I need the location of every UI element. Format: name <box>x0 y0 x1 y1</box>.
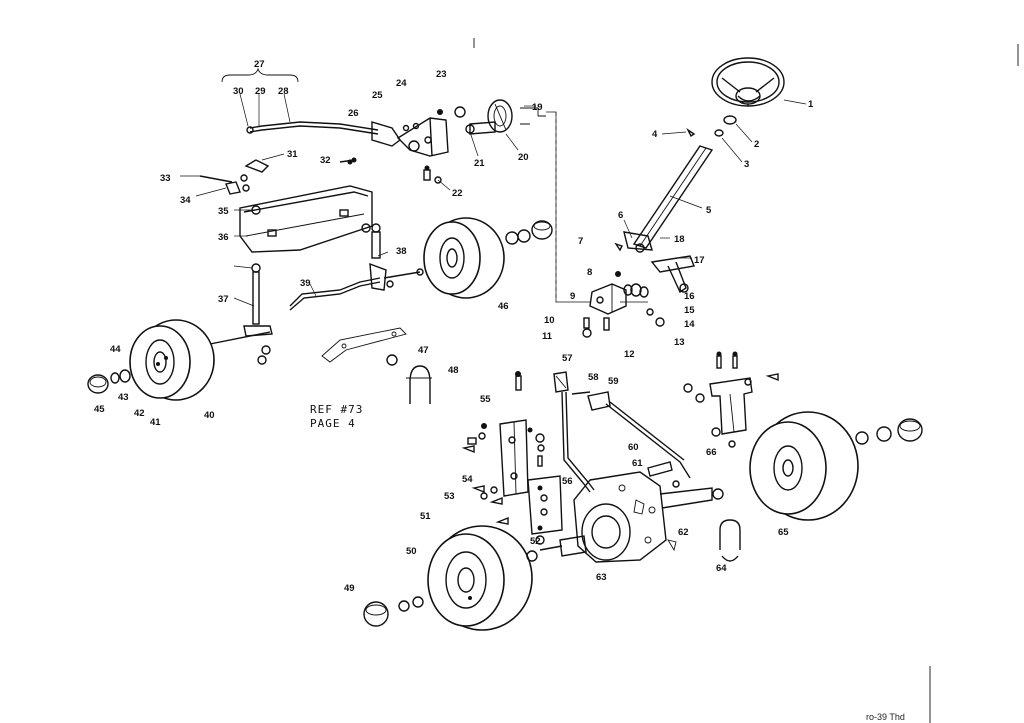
callout-41: 41 <box>150 417 161 428</box>
callout-16: 16 <box>684 291 695 302</box>
callout-39: 39 <box>300 278 311 289</box>
callout-36: 36 <box>218 232 229 243</box>
front-right-wheel <box>423 217 553 299</box>
callout-leader-lines <box>180 99 807 307</box>
callout-65: 65 <box>778 527 789 538</box>
callout-46: 46 <box>498 301 509 312</box>
rear-right-bracket <box>683 351 779 448</box>
callout-29: 29 <box>255 86 266 97</box>
callout-40: 40 <box>204 410 215 421</box>
callout-57: 57 <box>562 353 573 364</box>
callout-25-top: 25 <box>372 90 383 101</box>
front-left-wheel <box>87 319 215 401</box>
callout-66: 66 <box>706 447 717 458</box>
callout-4: 4 <box>652 129 658 140</box>
callout-15: 15 <box>684 305 695 316</box>
callout-38: 38 <box>396 246 407 257</box>
callout-labels: 1 2 3 4 5 6 7 8 9 10 11 12 13 14 15 16 1… <box>94 59 814 594</box>
callout-48: 48 <box>448 365 459 376</box>
callout-50: 50 <box>406 546 417 557</box>
callout-3: 3 <box>744 159 749 170</box>
callout-37: 37 <box>218 294 229 305</box>
callout-2: 2 <box>754 139 759 150</box>
callout-14: 14 <box>684 319 695 330</box>
callout-22-top: 22 <box>452 188 463 199</box>
callout-64: 64 <box>716 563 727 574</box>
callout-28: 28 <box>278 86 289 97</box>
drag-link-assembly <box>221 67 379 135</box>
footer-code: ro-39 Thd <box>866 712 905 722</box>
steering-wheel-assembly <box>623 57 785 253</box>
callout-12-steer: 12 <box>624 349 635 360</box>
callout-5: 5 <box>706 205 712 216</box>
callout-1: 1 <box>808 99 814 110</box>
pedal-bracket-assembly <box>461 371 691 545</box>
front-axle-assembly <box>199 159 424 365</box>
callout-59: 59 <box>608 376 619 387</box>
callout-9: 9 <box>570 291 575 302</box>
callout-62: 62 <box>678 527 689 538</box>
callout-45: 45 <box>94 404 105 415</box>
callout-17: 17 <box>694 255 705 266</box>
callout-8: 8 <box>587 267 592 278</box>
transaxle-assembly <box>539 461 741 563</box>
callout-23: 23 <box>436 69 447 80</box>
steering-support-bracket <box>339 99 546 184</box>
page-corner-mark <box>473 38 1019 723</box>
callout-58: 58 <box>588 372 599 383</box>
callout-13-steer: 13 <box>674 337 685 348</box>
callout-43: 43 <box>118 392 129 403</box>
callout-7-steer: 7 <box>578 236 583 247</box>
callout-60: 60 <box>628 442 639 453</box>
ref-note-line-2: PAGE 4 <box>310 417 356 430</box>
rear-right-wheel <box>749 411 923 521</box>
callout-18: 18 <box>674 234 685 245</box>
callout-35-top: 35 <box>218 206 229 217</box>
callout-24-top: 24 <box>396 78 407 89</box>
callout-52-center: 52 <box>530 536 541 547</box>
callout-21: 21 <box>474 158 485 169</box>
callout-34: 34 <box>180 195 191 206</box>
callout-31: 31 <box>287 149 298 160</box>
callout-19: 19 <box>532 102 543 113</box>
callout-61: 61 <box>632 458 643 469</box>
reference-note: REF #73 PAGE 4 <box>310 403 363 430</box>
callout-32-top: 32 <box>320 155 331 166</box>
steering-pivot-bracket <box>582 242 695 338</box>
axle-support <box>321 327 432 404</box>
callout-54: 54 <box>462 474 473 485</box>
callout-33: 33 <box>160 173 171 184</box>
callout-10: 10 <box>544 315 555 326</box>
callout-27: 27 <box>254 59 265 70</box>
callout-44-front: 44 <box>110 344 121 355</box>
callout-53: 53 <box>444 491 455 502</box>
ref-note-line-1: REF #73 <box>310 403 363 416</box>
rear-left-wheel <box>363 525 538 631</box>
callout-20: 20 <box>518 152 529 163</box>
callout-56: 56 <box>562 476 573 487</box>
callout-26: 26 <box>348 108 359 119</box>
callout-30: 30 <box>233 86 244 97</box>
callout-51: 51 <box>420 511 431 522</box>
frame-boundary-line <box>546 111 648 303</box>
callout-47: 47 <box>418 345 429 356</box>
callout-42-front: 42 <box>134 408 145 419</box>
callout-11: 11 <box>542 331 553 342</box>
callout-63: 63 <box>596 572 607 583</box>
callout-49: 49 <box>344 583 355 594</box>
callout-6: 6 <box>618 210 623 221</box>
callout-55: 55 <box>480 394 491 405</box>
